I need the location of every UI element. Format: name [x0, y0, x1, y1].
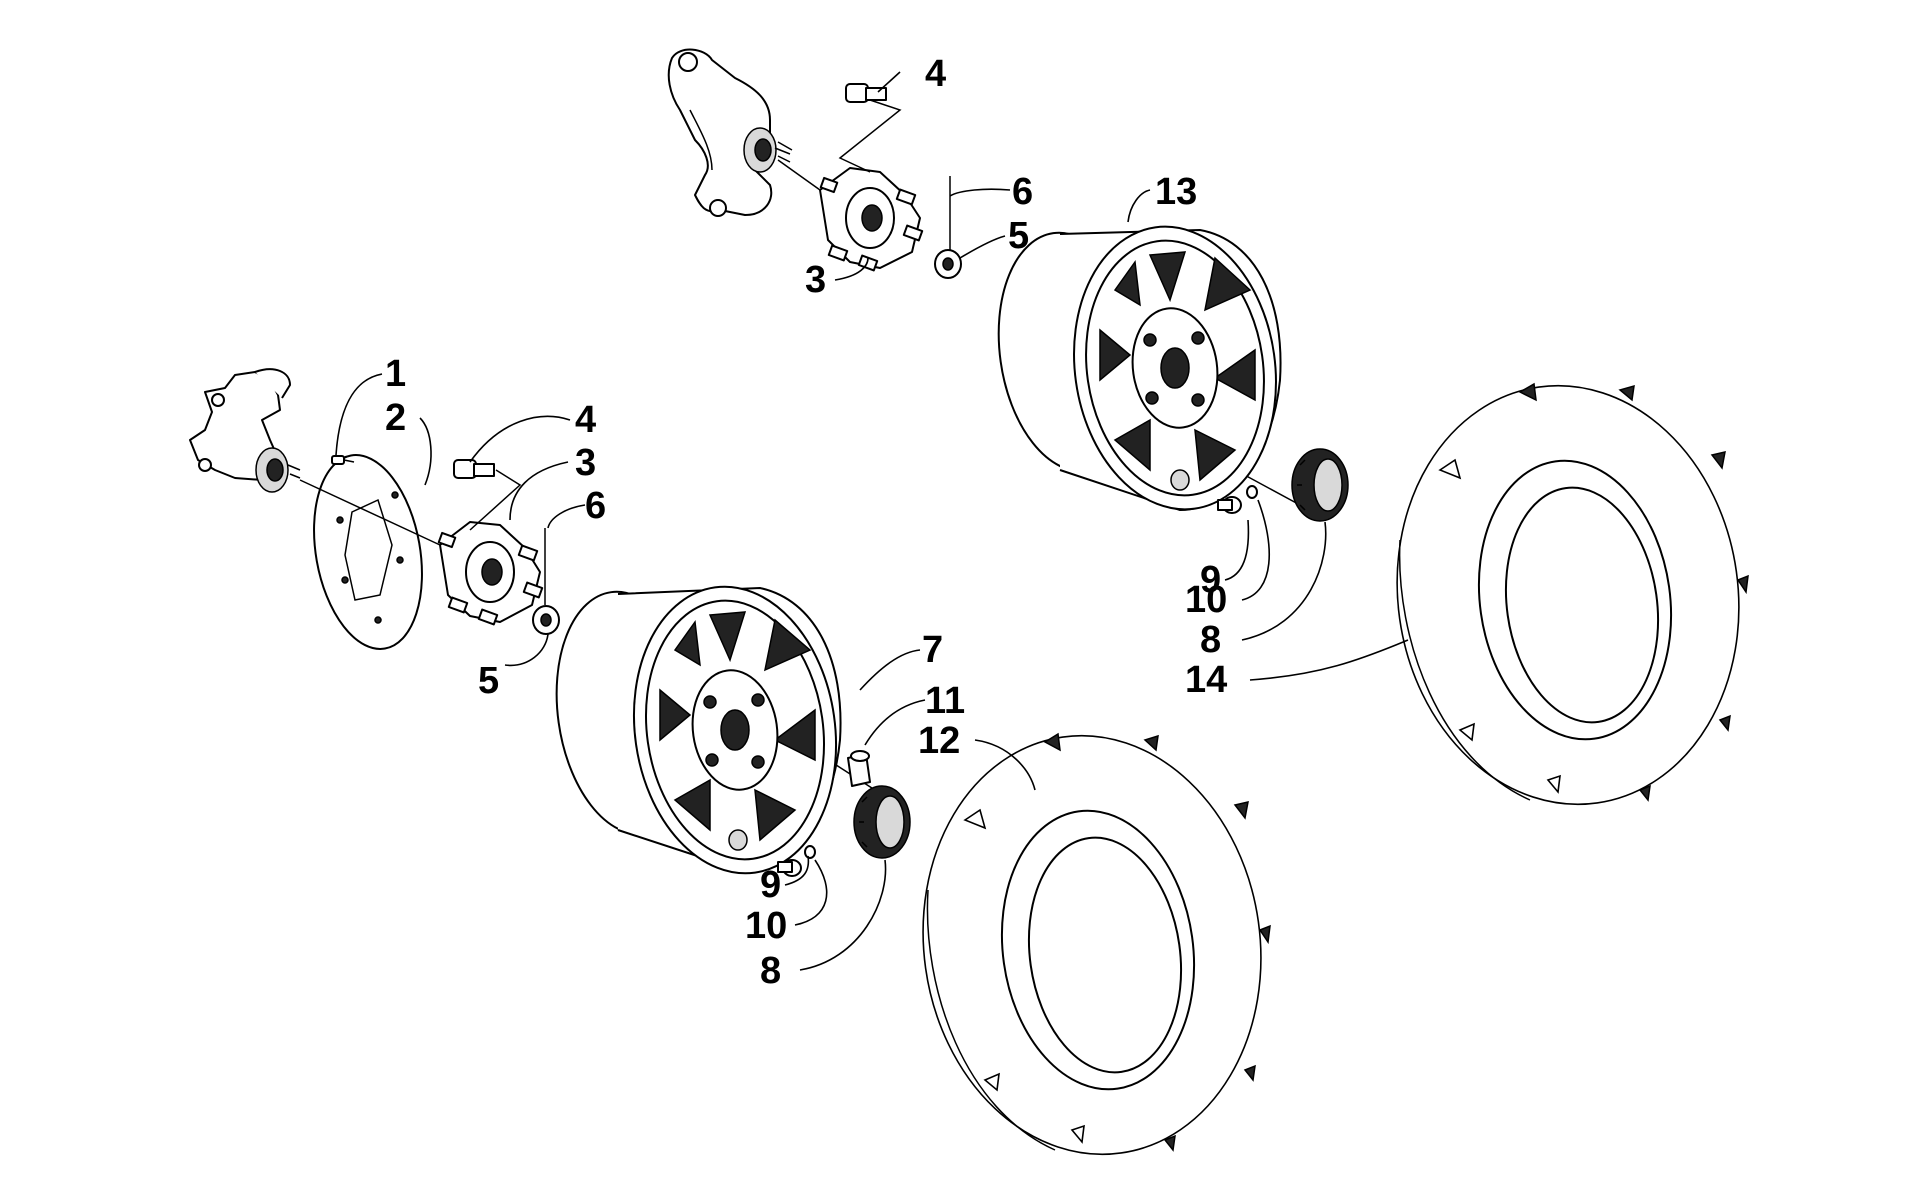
callout-4-lower: 4	[575, 399, 596, 441]
callout-11: 11	[925, 680, 965, 722]
upper-hub	[819, 167, 924, 272]
callout-4-upper: 4	[925, 53, 946, 95]
callout-5-lower: 5	[478, 660, 499, 702]
leader-lines	[335, 71, 1409, 971]
disc-screw	[331, 455, 355, 465]
brake-disc	[313, 454, 423, 650]
callout-14: 14	[1185, 659, 1227, 701]
callout-labels: 4 6 5 3 13 1 2 4 3 6 5 7 11 12 9 10 8 9 …	[385, 53, 1227, 992]
callout-6-lower: 6	[585, 485, 606, 527]
callout-3-lower: 3	[575, 442, 596, 484]
lower-valve-stem	[777, 859, 802, 877]
lower-hub	[437, 521, 544, 626]
callout-13: 13	[1155, 171, 1197, 213]
upper-castle-nut	[934, 249, 962, 279]
upper-wheel-nut	[1291, 448, 1349, 522]
callout-10-lower: 10	[745, 905, 787, 947]
callout-9-lower: 9	[760, 864, 781, 906]
upper-bolt	[845, 83, 887, 103]
lower-castle-nut	[532, 605, 560, 635]
lower-valve-cap	[804, 845, 816, 859]
callout-7: 7	[922, 629, 943, 671]
callout-9-upper: 9	[1200, 559, 1221, 601]
upper-valve-cap	[1246, 485, 1258, 499]
lower-tire	[922, 732, 1271, 1156]
callout-8-lower: 8	[760, 950, 781, 992]
upper-steering-knuckle	[667, 48, 793, 217]
callout-10-upper: 10	[1185, 579, 1227, 621]
callout-8-upper: 8	[1200, 619, 1221, 661]
callout-2: 2	[385, 397, 406, 439]
lower-lug-nut	[847, 750, 871, 787]
lower-bolt	[453, 459, 495, 479]
callout-6-upper: 6	[1012, 171, 1033, 213]
lower-wheel-nut	[853, 785, 911, 859]
callout-12: 12	[918, 720, 960, 762]
upper-rim	[997, 225, 1282, 511]
callout-5-upper: 5	[1008, 215, 1029, 257]
callout-3-upper: 3	[805, 259, 826, 301]
callout-1: 1	[385, 353, 406, 395]
lower-rim	[555, 585, 842, 875]
lower-steering-knuckle	[189, 368, 301, 493]
upper-valve-stem	[1217, 496, 1242, 514]
upper-tire	[1396, 382, 1749, 806]
